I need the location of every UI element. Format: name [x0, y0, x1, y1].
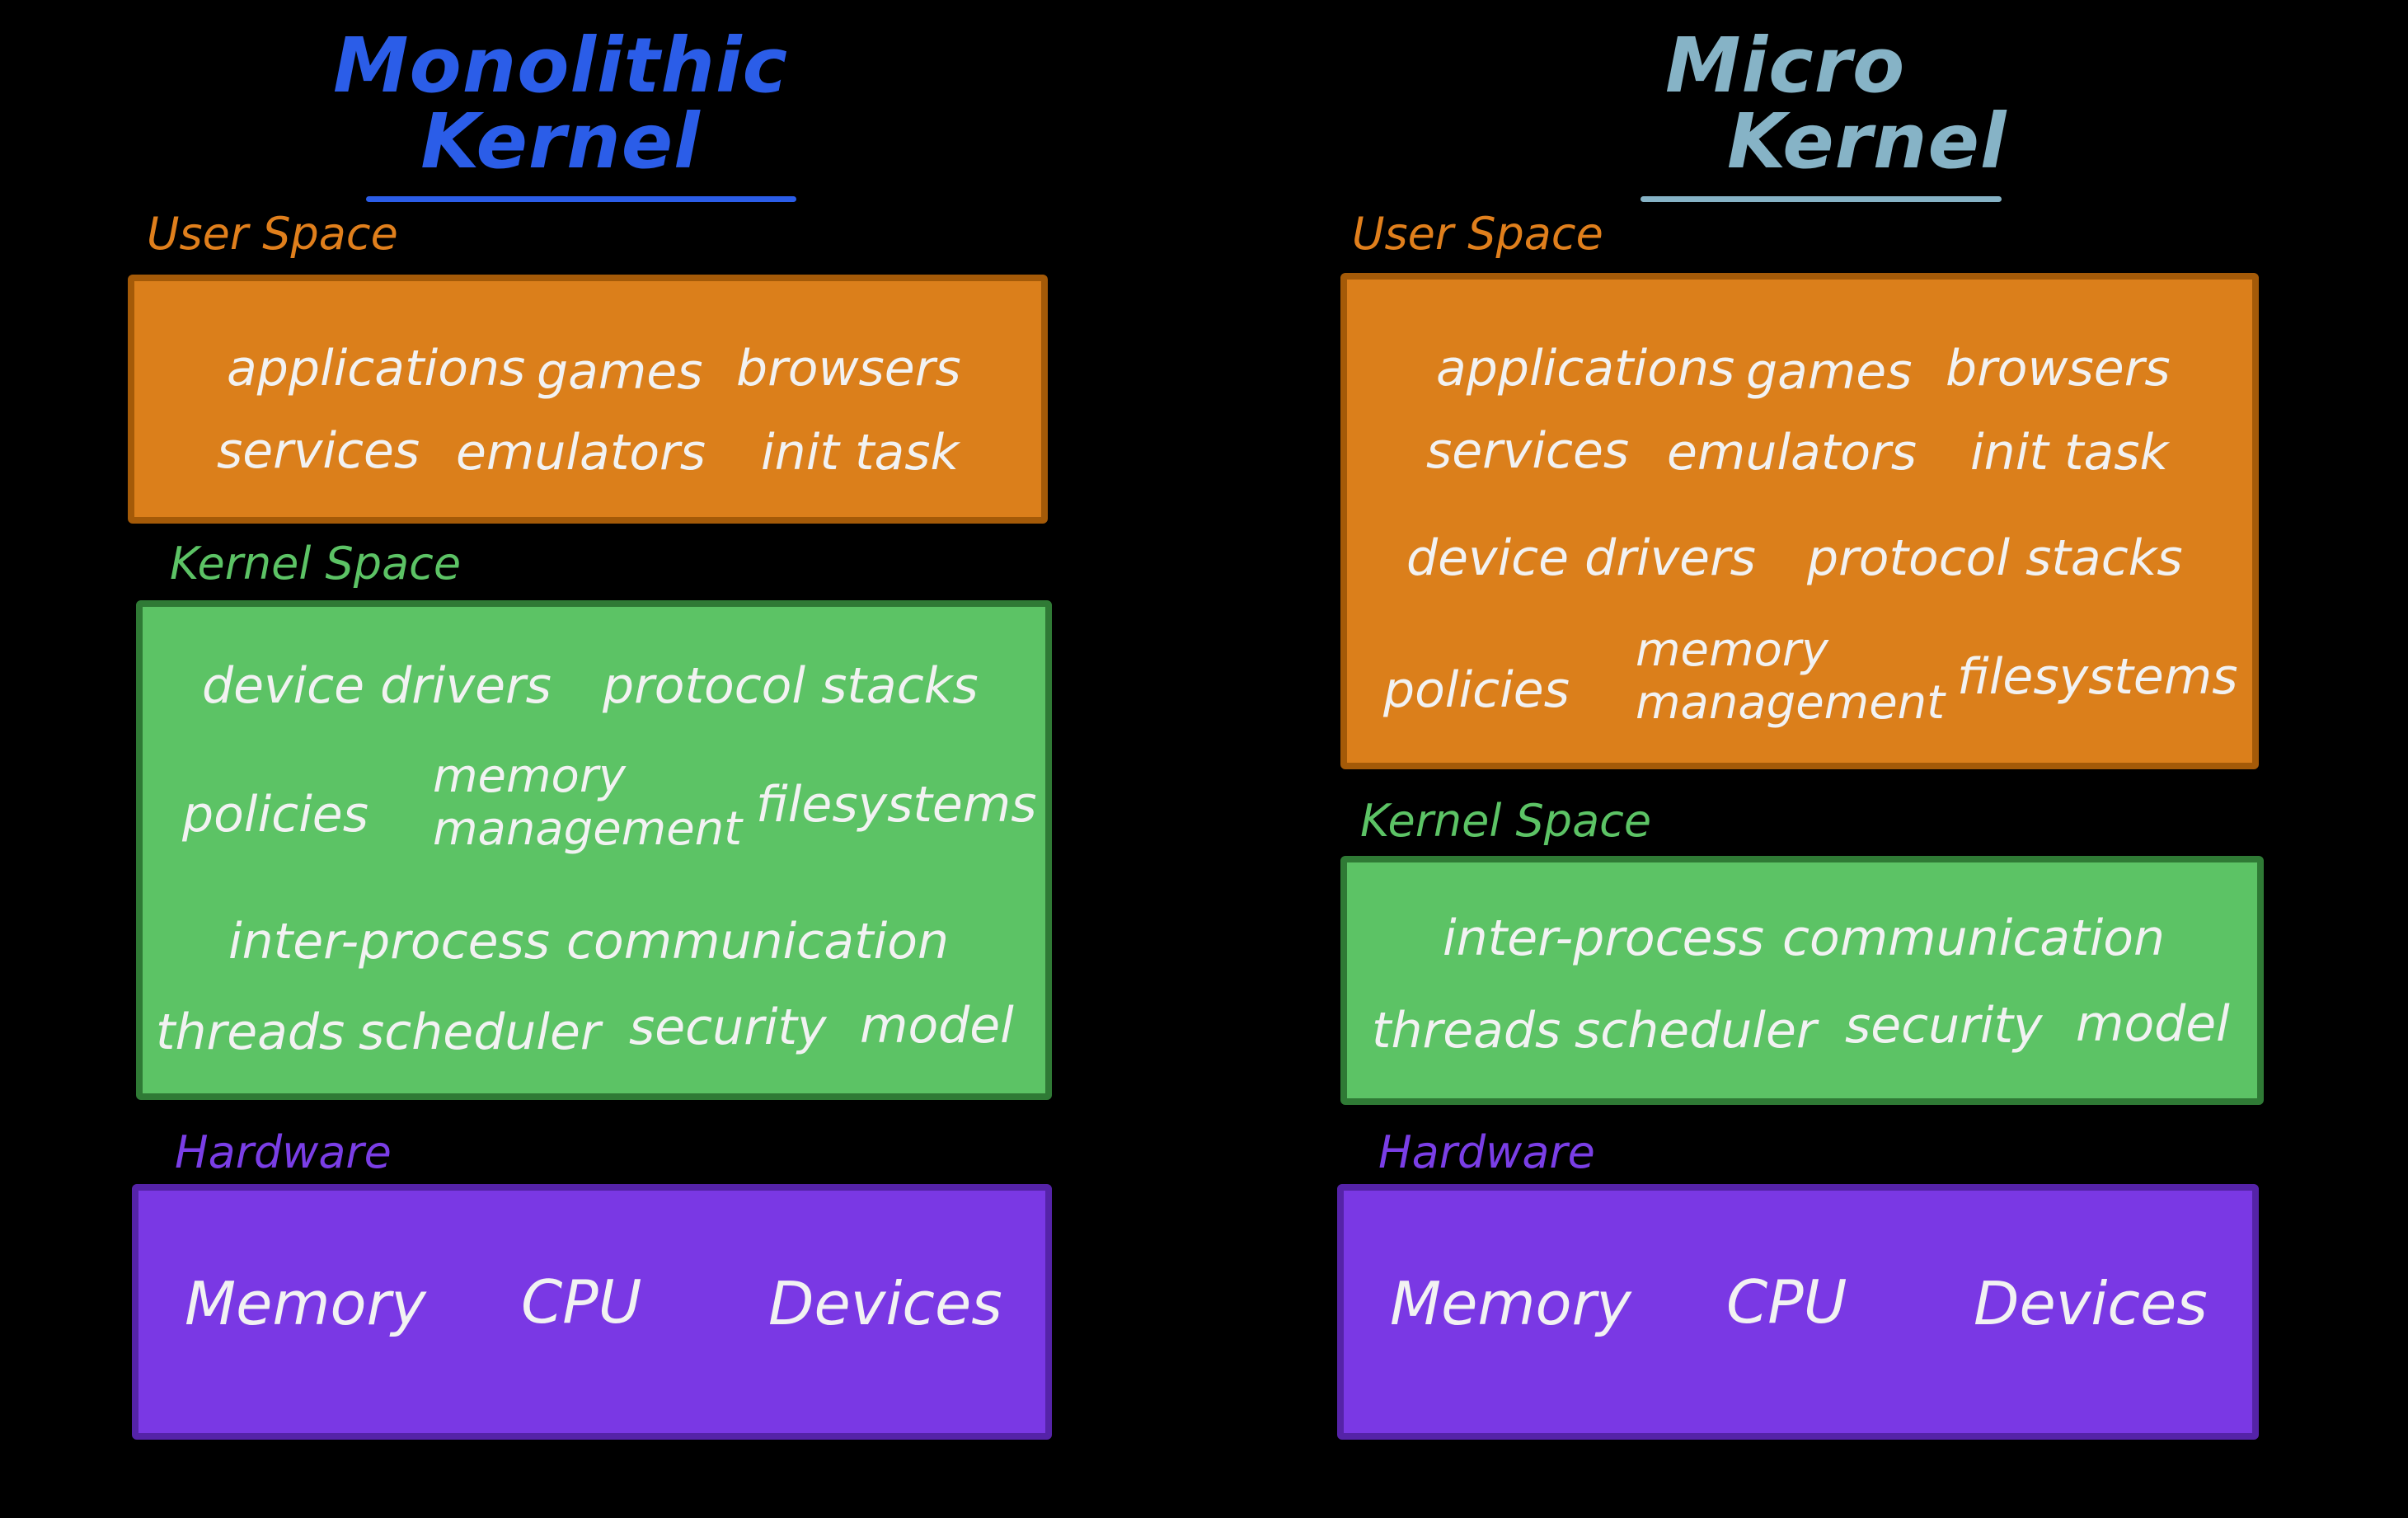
micro-user-item-protocol-stacks: protocol stacks: [1807, 529, 2183, 587]
monolithic-title-line2: Kernel: [420, 97, 701, 186]
micro-kernel-item-model: model: [2076, 995, 2230, 1053]
mono-user-item-init-task: init task: [761, 424, 960, 482]
micro-hw-item-cpu: CPU: [1726, 1267, 1847, 1337]
mono-kernel-item-scheduler: scheduler: [359, 1003, 601, 1061]
micro-hardware-label: Hardware: [1378, 1126, 1595, 1178]
monolithic-hardware-label: Hardware: [175, 1126, 392, 1178]
micro-user-item-management: management: [1636, 676, 1946, 730]
mono-kernel-item-protocol-stacks: protocol stacks: [603, 657, 979, 715]
micro-user-space-label: User Space: [1352, 208, 1603, 260]
micro-kernel-item-security: security: [1845, 997, 2043, 1055]
mono-user-item-games: games: [537, 343, 703, 401]
mono-user-item-services: services: [217, 422, 420, 480]
micro-user-item-games: games: [1746, 343, 1913, 401]
micro-kernel-item-scheduler: scheduler: [1575, 1002, 1817, 1060]
mono-kernel-item-policies: policies: [182, 786, 368, 844]
micro-user-item-device-drivers: device drivers: [1406, 529, 1756, 587]
micro-user-item-applications: applications: [1436, 340, 1735, 397]
micro-kernel-space-box: inter-process communication threads sche…: [1340, 856, 2264, 1105]
micro-user-item-emulators: emulators: [1667, 424, 1917, 482]
mono-kernel-item-threads: threads: [156, 1003, 345, 1061]
mono-kernel-item-inter-process: inter-process: [228, 913, 551, 970]
mono-user-item-browsers: browsers: [736, 340, 961, 397]
micro-title-underline: [1641, 196, 2002, 202]
monolithic-title-line1: Monolithic: [332, 21, 789, 110]
micro-title: Micro Kernel: [1616, 21, 2007, 186]
monolithic-kernel-space-label: Kernel Space: [170, 538, 462, 590]
mono-kernel-item-memory: memory: [433, 750, 626, 803]
monolithic-title: Monolithic Kernel: [330, 28, 791, 180]
micro-user-item-memory: memory: [1636, 623, 1828, 677]
micro-title-line2: Kernel: [1727, 97, 2007, 186]
monolithic-kernel-space-box: device drivers protocol stacks policies …: [136, 600, 1052, 1100]
micro-kernel-space-label: Kernel Space: [1360, 795, 1652, 847]
micro-kernel-item-threads: threads: [1372, 1002, 1561, 1060]
micro-user-space-box: applications games browsers services emu…: [1340, 273, 2259, 769]
micro-user-item-filesystems: filesystems: [1957, 648, 2238, 706]
micro-user-item-init-task: init task: [1970, 424, 2169, 482]
monolithic-title-underline: [366, 196, 796, 202]
monolithic-hardware-box: Memory CPU Devices: [132, 1184, 1052, 1440]
micro-kernel-item-inter-process: inter-process: [1443, 909, 1765, 967]
micro-user-item-policies: policies: [1383, 661, 1570, 719]
mono-user-item-emulators: emulators: [456, 424, 706, 482]
micro-hw-item-memory: Memory: [1390, 1269, 1631, 1338]
micro-hardware-box: Memory CPU Devices: [1337, 1184, 2259, 1440]
mono-kernel-item-filesystems: filesystems: [756, 776, 1037, 834]
micro-title-line1: Micro: [1665, 21, 1906, 110]
monolithic-user-space-box: applications games browsers services emu…: [128, 275, 1048, 524]
mono-hw-item-memory: Memory: [185, 1269, 426, 1338]
mono-kernel-item-communication: communication: [566, 913, 950, 970]
mono-kernel-item-management: management: [433, 802, 743, 856]
micro-user-item-services: services: [1426, 422, 1630, 480]
mono-hw-item-cpu: CPU: [521, 1267, 642, 1337]
micro-user-item-browsers: browsers: [1946, 340, 2171, 397]
monolithic-user-space-label: User Space: [147, 208, 398, 260]
mono-hw-item-devices: Devices: [768, 1269, 1002, 1338]
mono-kernel-item-model: model: [860, 997, 1014, 1055]
micro-kernel-item-communication: communication: [1782, 909, 2166, 967]
mono-kernel-item-security: security: [629, 999, 827, 1056]
mono-kernel-item-device-drivers: device drivers: [202, 657, 552, 715]
micro-hw-item-devices: Devices: [1974, 1269, 2208, 1338]
mono-user-item-applications: applications: [227, 340, 526, 397]
